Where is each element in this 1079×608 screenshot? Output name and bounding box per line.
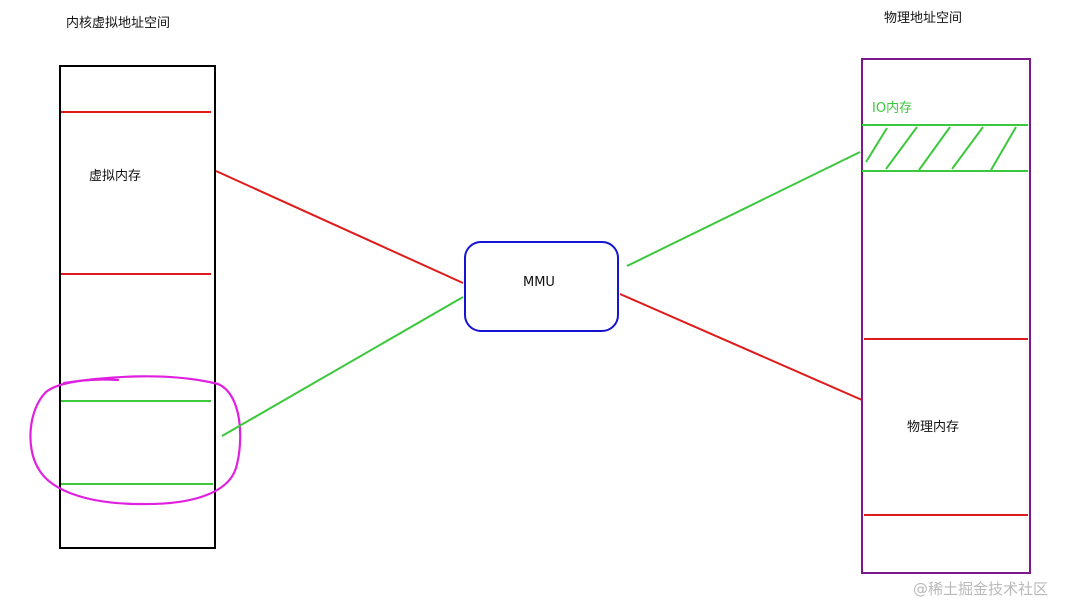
mmu-to-physical-memory-line [619,293,863,401]
virtual-memory-label: 虚拟内存 [89,169,142,184]
kernel-space-title: 内核虚拟地址空间 [66,16,171,31]
mmu-to-io-memory-line [626,151,861,267]
io-region-to-mmu-line [221,296,464,437]
kernel-space-box [59,65,216,549]
highlight-circle [29,375,242,506]
io-memory-label: IO内存 [872,101,913,116]
mmu-label: MMU [523,275,555,290]
watermark: @稀土掘金技术社区 [913,580,1049,598]
mmu-box [464,241,619,332]
physical-space-box [861,58,1031,574]
virtual-to-mmu-line [215,170,464,284]
physical-memory-label: 物理内存 [907,420,960,435]
io-memory-hatching [865,126,1017,171]
physical-space-title: 物理地址空间 [884,11,963,26]
